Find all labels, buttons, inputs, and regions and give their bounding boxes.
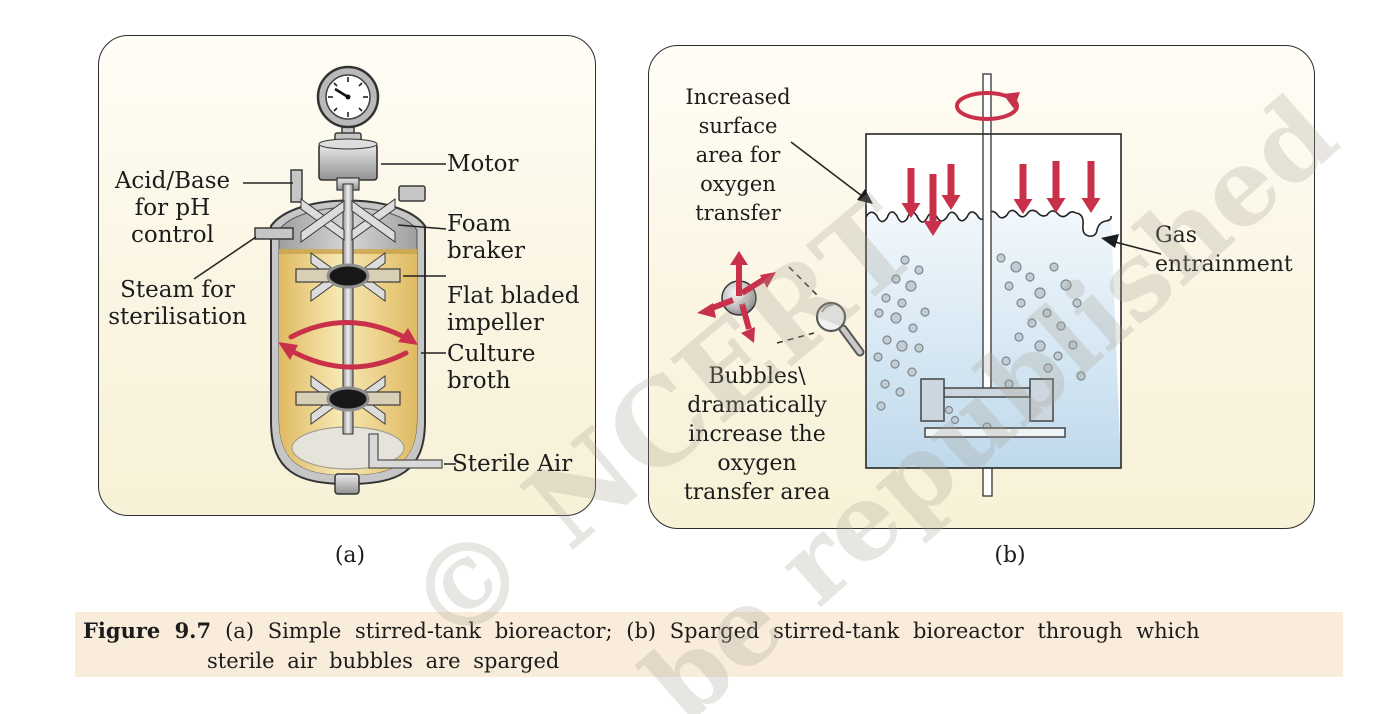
- top-right-port: [398, 185, 426, 202]
- flat-bladed-impeller-upper: [295, 252, 401, 302]
- impeller-b: [920, 378, 1054, 422]
- stirrer-shaft-b: [982, 73, 992, 397]
- panel-b-sparged-bioreactor: [648, 45, 1315, 529]
- label-acid-base: Acid/Base for pH control: [114, 168, 231, 248]
- stirrer-shaft: [342, 183, 354, 435]
- flat-bladed-impeller-lower: [295, 375, 401, 425]
- air-inlet-stub: [982, 467, 993, 497]
- acid-base-port: [290, 169, 303, 203]
- caption-line-2: sterile air bubbles are sparged: [207, 649, 560, 673]
- panel-a-simple-bioreactor: [98, 35, 596, 516]
- label-gas-entrainment: Gas entrainment: [1155, 223, 1293, 277]
- caption-text-1: (a) Simple stirred-tank bioreactor; (b) …: [225, 619, 1200, 643]
- label-bubbles-note: Bubbles\ dramatically increase the oxyge…: [683, 364, 831, 505]
- sterile-air-pipe: [334, 433, 443, 495]
- label-flat-bladed-impeller: Flat bladed impeller: [447, 283, 580, 336]
- label-steam: Steam for sterilisation: [108, 277, 247, 330]
- motor-assembly: [318, 138, 378, 191]
- caption-line-1: Figure 9.7 (a) Simple stirred-tank biorea…: [75, 612, 1343, 646]
- label-connectors-b: [790, 141, 1162, 255]
- rotation-arrow-icon: [955, 91, 1020, 121]
- sparger-plate: [924, 427, 1066, 438]
- oxygen-bubble-icon: [697, 251, 776, 343]
- label-motor: Motor: [447, 151, 519, 177]
- pressure-gauge-icon: [316, 65, 380, 143]
- label-culture-broth: Culture broth: [447, 341, 536, 394]
- bioreactor-b-drawing: [697, 73, 1162, 497]
- bioreactor-a-drawing: [193, 65, 456, 495]
- label-connectors-a: [193, 163, 456, 465]
- figure-number: Figure 9.7: [83, 618, 212, 643]
- rotation-arrows-icon: [278, 320, 418, 370]
- steam-port: [254, 227, 294, 240]
- tank-outline: [865, 133, 1122, 469]
- label-foam-braker: Foam braker: [447, 211, 525, 264]
- figure-caption: Figure 9.7 (a) Simple stirred-tank biorea…: [75, 612, 1343, 677]
- magnifying-glass-icon: [776, 266, 865, 357]
- panel-b-tag: (b): [994, 543, 1026, 568]
- panel-a-tag: (a): [334, 543, 366, 568]
- label-increased-surface: Increased surface area for oxygen transf…: [685, 85, 791, 225]
- label-sterile-air: Sterile Air: [452, 451, 573, 477]
- down-arrows-icon: [901, 161, 1101, 236]
- foam-braker-blades: [300, 198, 396, 243]
